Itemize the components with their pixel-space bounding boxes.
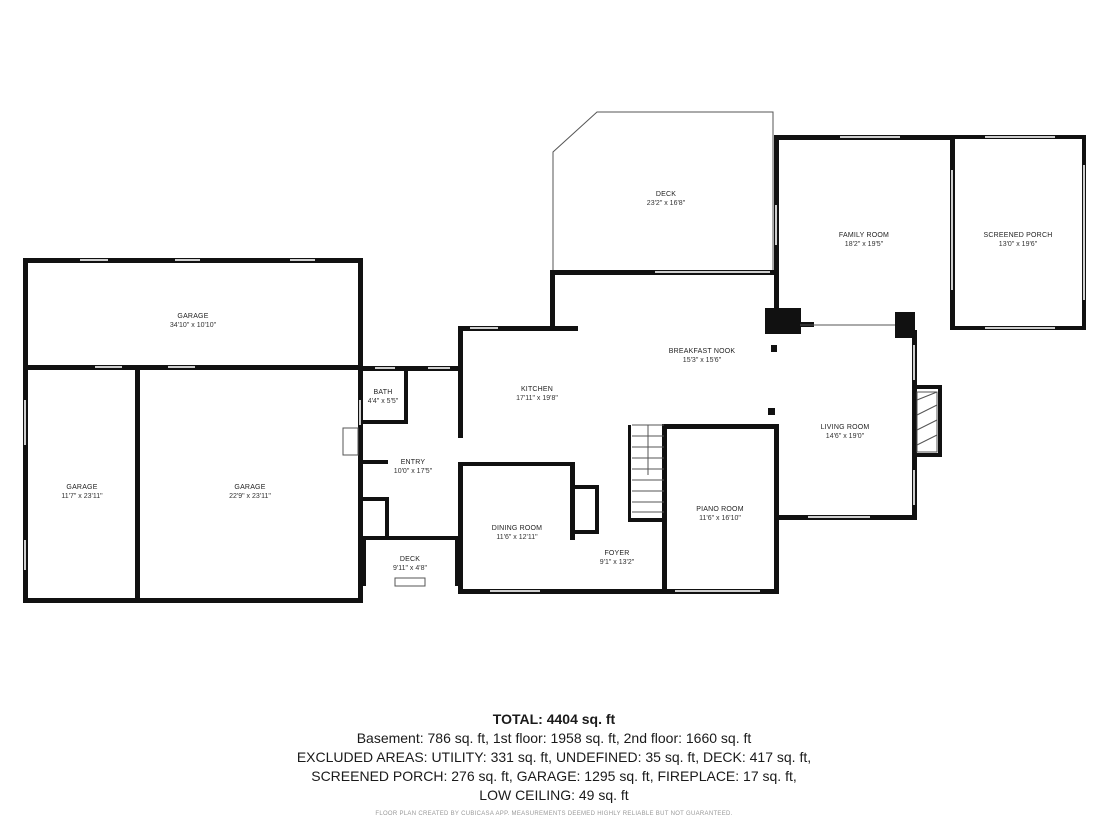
disclaimer: FLOOR PLAN CREATED BY CUBICASA APP. MEAS… <box>375 811 733 817</box>
room-name-deck-small: DECK <box>400 556 420 563</box>
thin-lines <box>342 111 938 587</box>
windows <box>24 136 1085 592</box>
room-dim-garage-top: 34'10" x 10'10" <box>170 322 217 329</box>
room-name-breakfast: BREAKFAST NOOK <box>669 348 736 355</box>
room-dim-foyer: 9'1" x 13'2" <box>600 559 635 566</box>
room-name-family: FAMILY ROOM <box>839 232 889 239</box>
room-name-garage-top: GARAGE <box>177 313 208 320</box>
room-dim-screened: 13'0" x 19'6" <box>999 241 1038 248</box>
room-labels: GARAGE 34'10" x 10'10" GARAGE 11'7" x 23… <box>61 191 1052 572</box>
room-name-garage-left: GARAGE <box>66 484 97 491</box>
room-dim-bath: 4'4" x 5'5" <box>368 398 399 405</box>
room-dim-dining: 11'6" x 12'11" <box>496 534 538 541</box>
room-dim-living: 14'6" x 19'0" <box>826 433 865 440</box>
room-dim-garage-left: 11'7" x 23'11" <box>61 493 103 500</box>
room-name-screened: SCREENED PORCH <box>984 232 1053 239</box>
room-name-living: LIVING ROOM <box>821 424 870 431</box>
room-dim-deck-small: 9'11" x 4'8" <box>393 565 427 572</box>
room-name-dining: DINING ROOM <box>492 525 542 532</box>
walls <box>23 135 1086 603</box>
area-summary: TOTAL: 4404 sq. ft Basement: 786 sq. ft,… <box>0 710 1108 817</box>
room-dim-family: 18'2" x 19'5" <box>845 241 884 248</box>
room-name-kitchen: KITCHEN <box>521 386 553 393</box>
room-dim-deck-large: 23'2" x 16'8" <box>647 200 686 207</box>
room-dim-breakfast: 15'3" x 15'6" <box>683 357 722 364</box>
room-name-piano: PIANO ROOM <box>696 506 744 513</box>
room-name-deck-large: DECK <box>656 191 676 198</box>
room-dim-garage-right: 22'9" x 23'11" <box>229 493 271 500</box>
room-dim-piano: 11'6" x 16'10" <box>699 515 741 522</box>
room-name-foyer: FOYER <box>604 550 629 557</box>
room-dim-kitchen: 17'11" x 19'8" <box>516 395 558 402</box>
excluded-areas-line-2: SCREENED PORCH: 276 sq. ft, GARAGE: 1295… <box>311 768 797 784</box>
excluded-areas-line-3: LOW CEILING: 49 sq. ft <box>479 787 629 803</box>
room-name-bath: BATH <box>374 389 393 396</box>
room-name-entry: ENTRY <box>401 459 426 466</box>
floor-plan: GARAGE 34'10" x 10'10" GARAGE 11'7" x 23… <box>23 111 1086 603</box>
excluded-areas-line-1: EXCLUDED AREAS: UTILITY: 331 sq. ft, UND… <box>296 749 812 765</box>
floor-areas: Basement: 786 sq. ft, 1st floor: 1958 sq… <box>356 730 752 746</box>
room-name-garage-right: GARAGE <box>234 484 265 491</box>
total-area: TOTAL: 4404 sq. ft <box>492 711 616 727</box>
room-dim-entry: 10'0" x 17'5" <box>394 468 433 475</box>
